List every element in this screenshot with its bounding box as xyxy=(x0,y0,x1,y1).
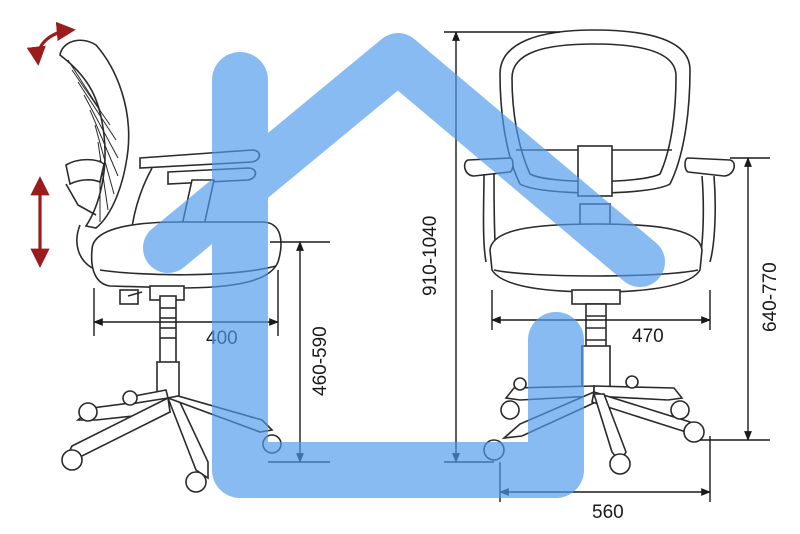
side-back-spring xyxy=(76,224,93,269)
front-arm-post-left xyxy=(482,173,487,263)
side-backrest-mesh xyxy=(67,59,119,222)
front-gas-cylinder-cover xyxy=(581,345,611,389)
front-mechanism xyxy=(571,289,621,305)
front-casters xyxy=(483,375,705,475)
curved-double-arrow-icon xyxy=(26,21,76,66)
front-armrest-right xyxy=(684,157,736,177)
side-lumbar-pad xyxy=(65,158,105,186)
dim-total-height-label: 910-1040 xyxy=(420,216,441,296)
dim-armrest-height-label: 640-770 xyxy=(760,262,781,332)
side-adjust-lever xyxy=(119,289,139,305)
dim-base-width-label: 560 xyxy=(592,502,624,523)
side-backrest-frame xyxy=(59,39,130,229)
dim-seat-width-label: 470 xyxy=(632,326,664,347)
side-gas-cylinder-top xyxy=(159,295,177,367)
dim-seat-height-label: 460-590 xyxy=(310,326,331,396)
side-back-support xyxy=(65,183,97,216)
house-outline-icon xyxy=(143,33,665,498)
front-gas-cylinder xyxy=(585,303,607,349)
front-arm-post-right xyxy=(709,175,716,263)
